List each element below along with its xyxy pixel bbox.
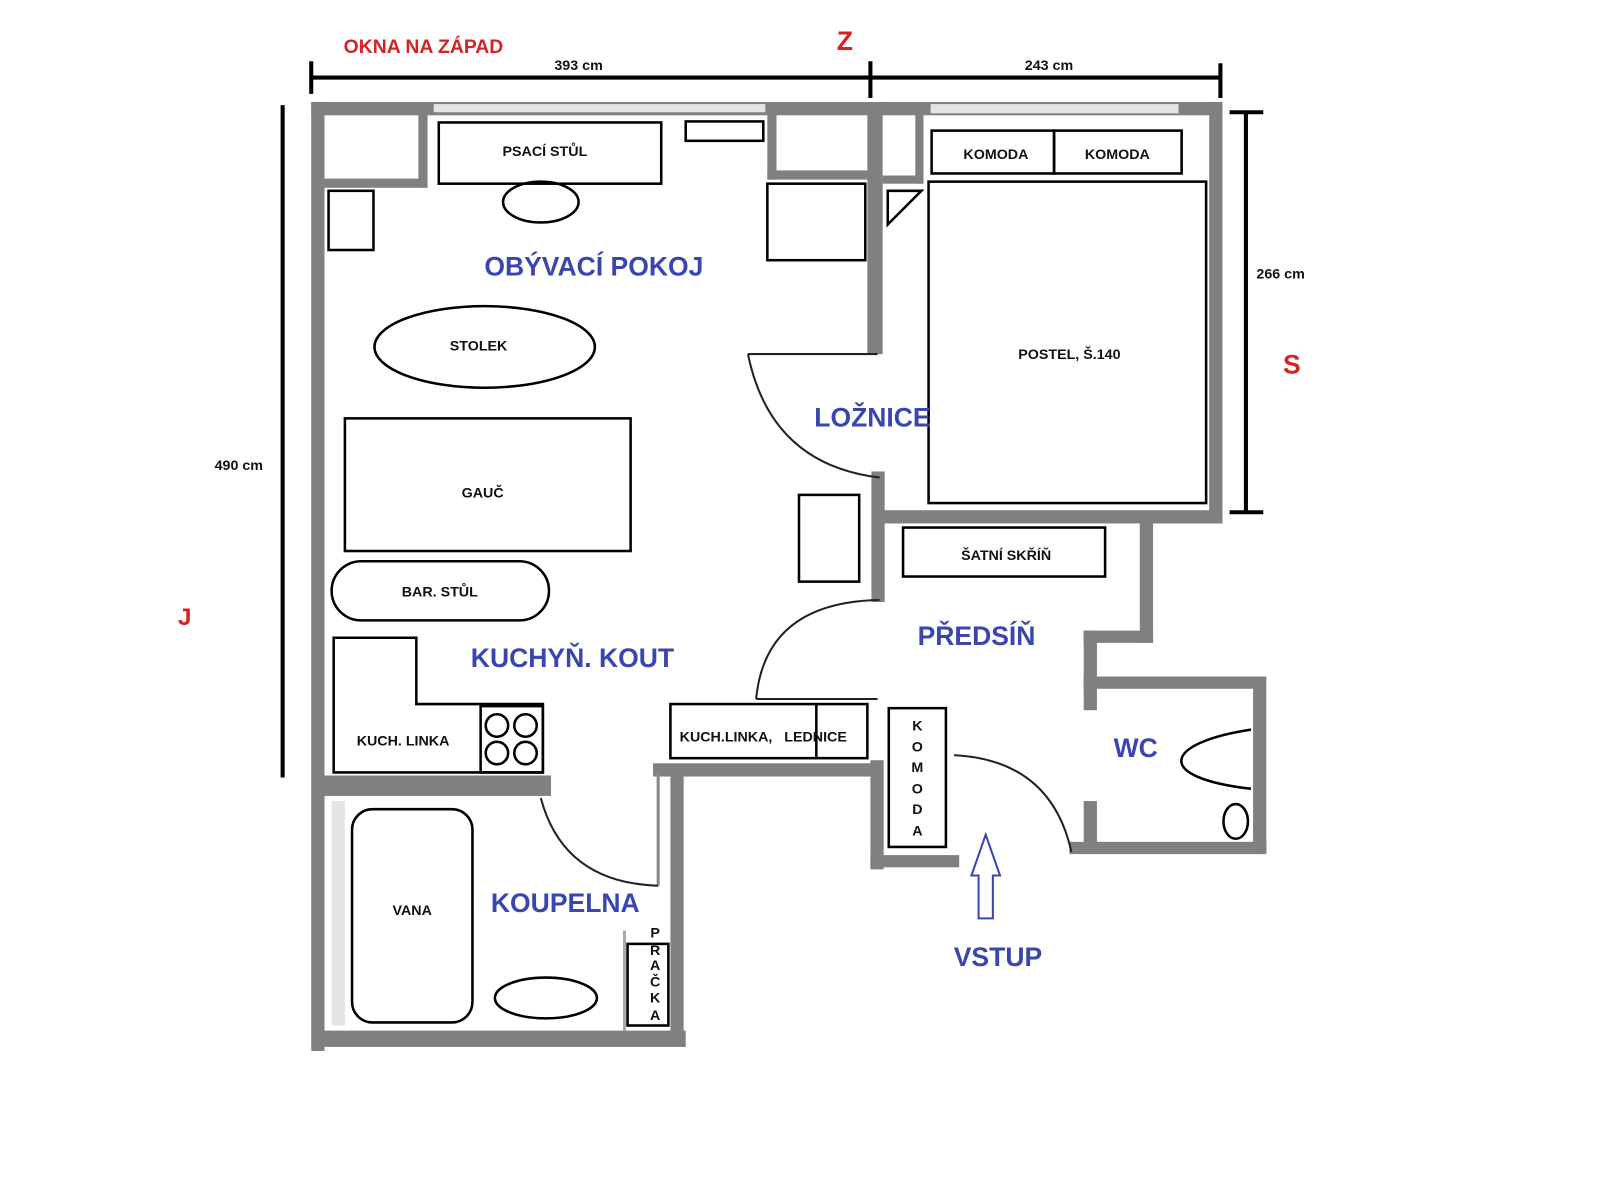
hall-dresser-label: K O M O D A bbox=[911, 718, 923, 839]
desk bbox=[437, 121, 663, 185]
dimension-right: 266 cm bbox=[1256, 266, 1304, 282]
svg-text:O: O bbox=[912, 782, 923, 798]
sofa bbox=[343, 417, 632, 553]
svg-text:D: D bbox=[912, 802, 922, 818]
armchair bbox=[766, 182, 867, 262]
svg-text:M: M bbox=[911, 760, 923, 776]
kitchen-unit bbox=[332, 636, 545, 774]
desk-label: PSACÍ STŮL bbox=[502, 141, 587, 160]
compass-north: S bbox=[1283, 349, 1301, 379]
corner-shelf bbox=[886, 189, 925, 228]
room-label-bathroom: KOUPELNA bbox=[491, 888, 640, 918]
room-label-kitchen: KUCHYŇ. KOUT bbox=[471, 643, 674, 673]
coffee-table-label: STOLEK bbox=[450, 339, 508, 355]
kitchen-unit-fridge-label: KUCH.LINKA, LEDNICE bbox=[680, 730, 847, 746]
svg-text:R: R bbox=[650, 943, 661, 959]
wardrobe-label: ŠATNÍ SKŘÍŇ bbox=[961, 546, 1051, 564]
sink bbox=[493, 976, 599, 1020]
room-label-entrance: VSTUP bbox=[954, 942, 1042, 972]
svg-text:A: A bbox=[912, 823, 922, 839]
dimension-left: 490 cm bbox=[215, 458, 263, 474]
compass-west: Z bbox=[837, 26, 853, 56]
wardrobe bbox=[901, 526, 1107, 578]
windows-west-note: OKNA NA ZÁPAD bbox=[344, 35, 504, 58]
bar-table bbox=[330, 559, 551, 622]
svg-text:K: K bbox=[912, 718, 923, 734]
bed-label: POSTEL, Š.140 bbox=[1018, 345, 1120, 363]
shelf bbox=[684, 120, 765, 143]
toilet bbox=[1180, 728, 1252, 791]
washer-label: P R A Č K A bbox=[650, 925, 661, 1024]
svg-text:A: A bbox=[650, 958, 660, 974]
chair bbox=[501, 180, 580, 224]
entrance-arrow-icon bbox=[969, 831, 1002, 920]
toilet-tank bbox=[1222, 802, 1250, 841]
kitchen-unit-label: KUCH. LINKA bbox=[357, 734, 450, 750]
walls bbox=[311, 102, 1267, 1052]
bedroom-door[interactable] bbox=[746, 353, 880, 479]
bathtub-label: VANA bbox=[393, 903, 432, 919]
room-label-living: OBÝVACÍ POKOJ bbox=[484, 251, 703, 281]
bed bbox=[927, 180, 1208, 505]
bathroom-door[interactable] bbox=[539, 797, 659, 887]
dimension-lines bbox=[280, 61, 1264, 778]
entrance-door[interactable] bbox=[954, 754, 1073, 853]
dimension-top-left: 393 cm bbox=[554, 58, 602, 74]
hall-dresser bbox=[887, 706, 948, 849]
stove bbox=[479, 704, 545, 774]
bathtub bbox=[350, 807, 474, 1024]
dresser-2 bbox=[1052, 129, 1183, 175]
bar-table-label: BAR. STŮL bbox=[402, 582, 478, 601]
room-label-hall: PŘEDSÍŇ bbox=[918, 621, 1036, 651]
kitchen-unit-fridge bbox=[669, 702, 869, 760]
svg-text:Č: Č bbox=[650, 972, 660, 990]
washer bbox=[626, 942, 670, 1027]
compass-south: J bbox=[178, 604, 192, 631]
dresser-1-label: KOMODA bbox=[963, 147, 1028, 163]
side-cabinet bbox=[327, 189, 375, 252]
room-label-wc: WC bbox=[1114, 733, 1158, 763]
svg-text:O: O bbox=[912, 740, 923, 756]
svg-text:A: A bbox=[650, 1008, 660, 1024]
coffee-table bbox=[373, 304, 597, 390]
hall-door[interactable] bbox=[755, 598, 880, 700]
dimension-top-right: 243 cm bbox=[1025, 58, 1073, 74]
svg-text:P: P bbox=[650, 925, 660, 941]
hall-cabinet bbox=[797, 493, 861, 583]
room-label-bedroom: LOŽNICE bbox=[814, 402, 930, 432]
sofa-label: GAUČ bbox=[462, 484, 504, 502]
svg-text:K: K bbox=[650, 991, 661, 1007]
dresser-2-label: KOMODA bbox=[1085, 147, 1150, 163]
